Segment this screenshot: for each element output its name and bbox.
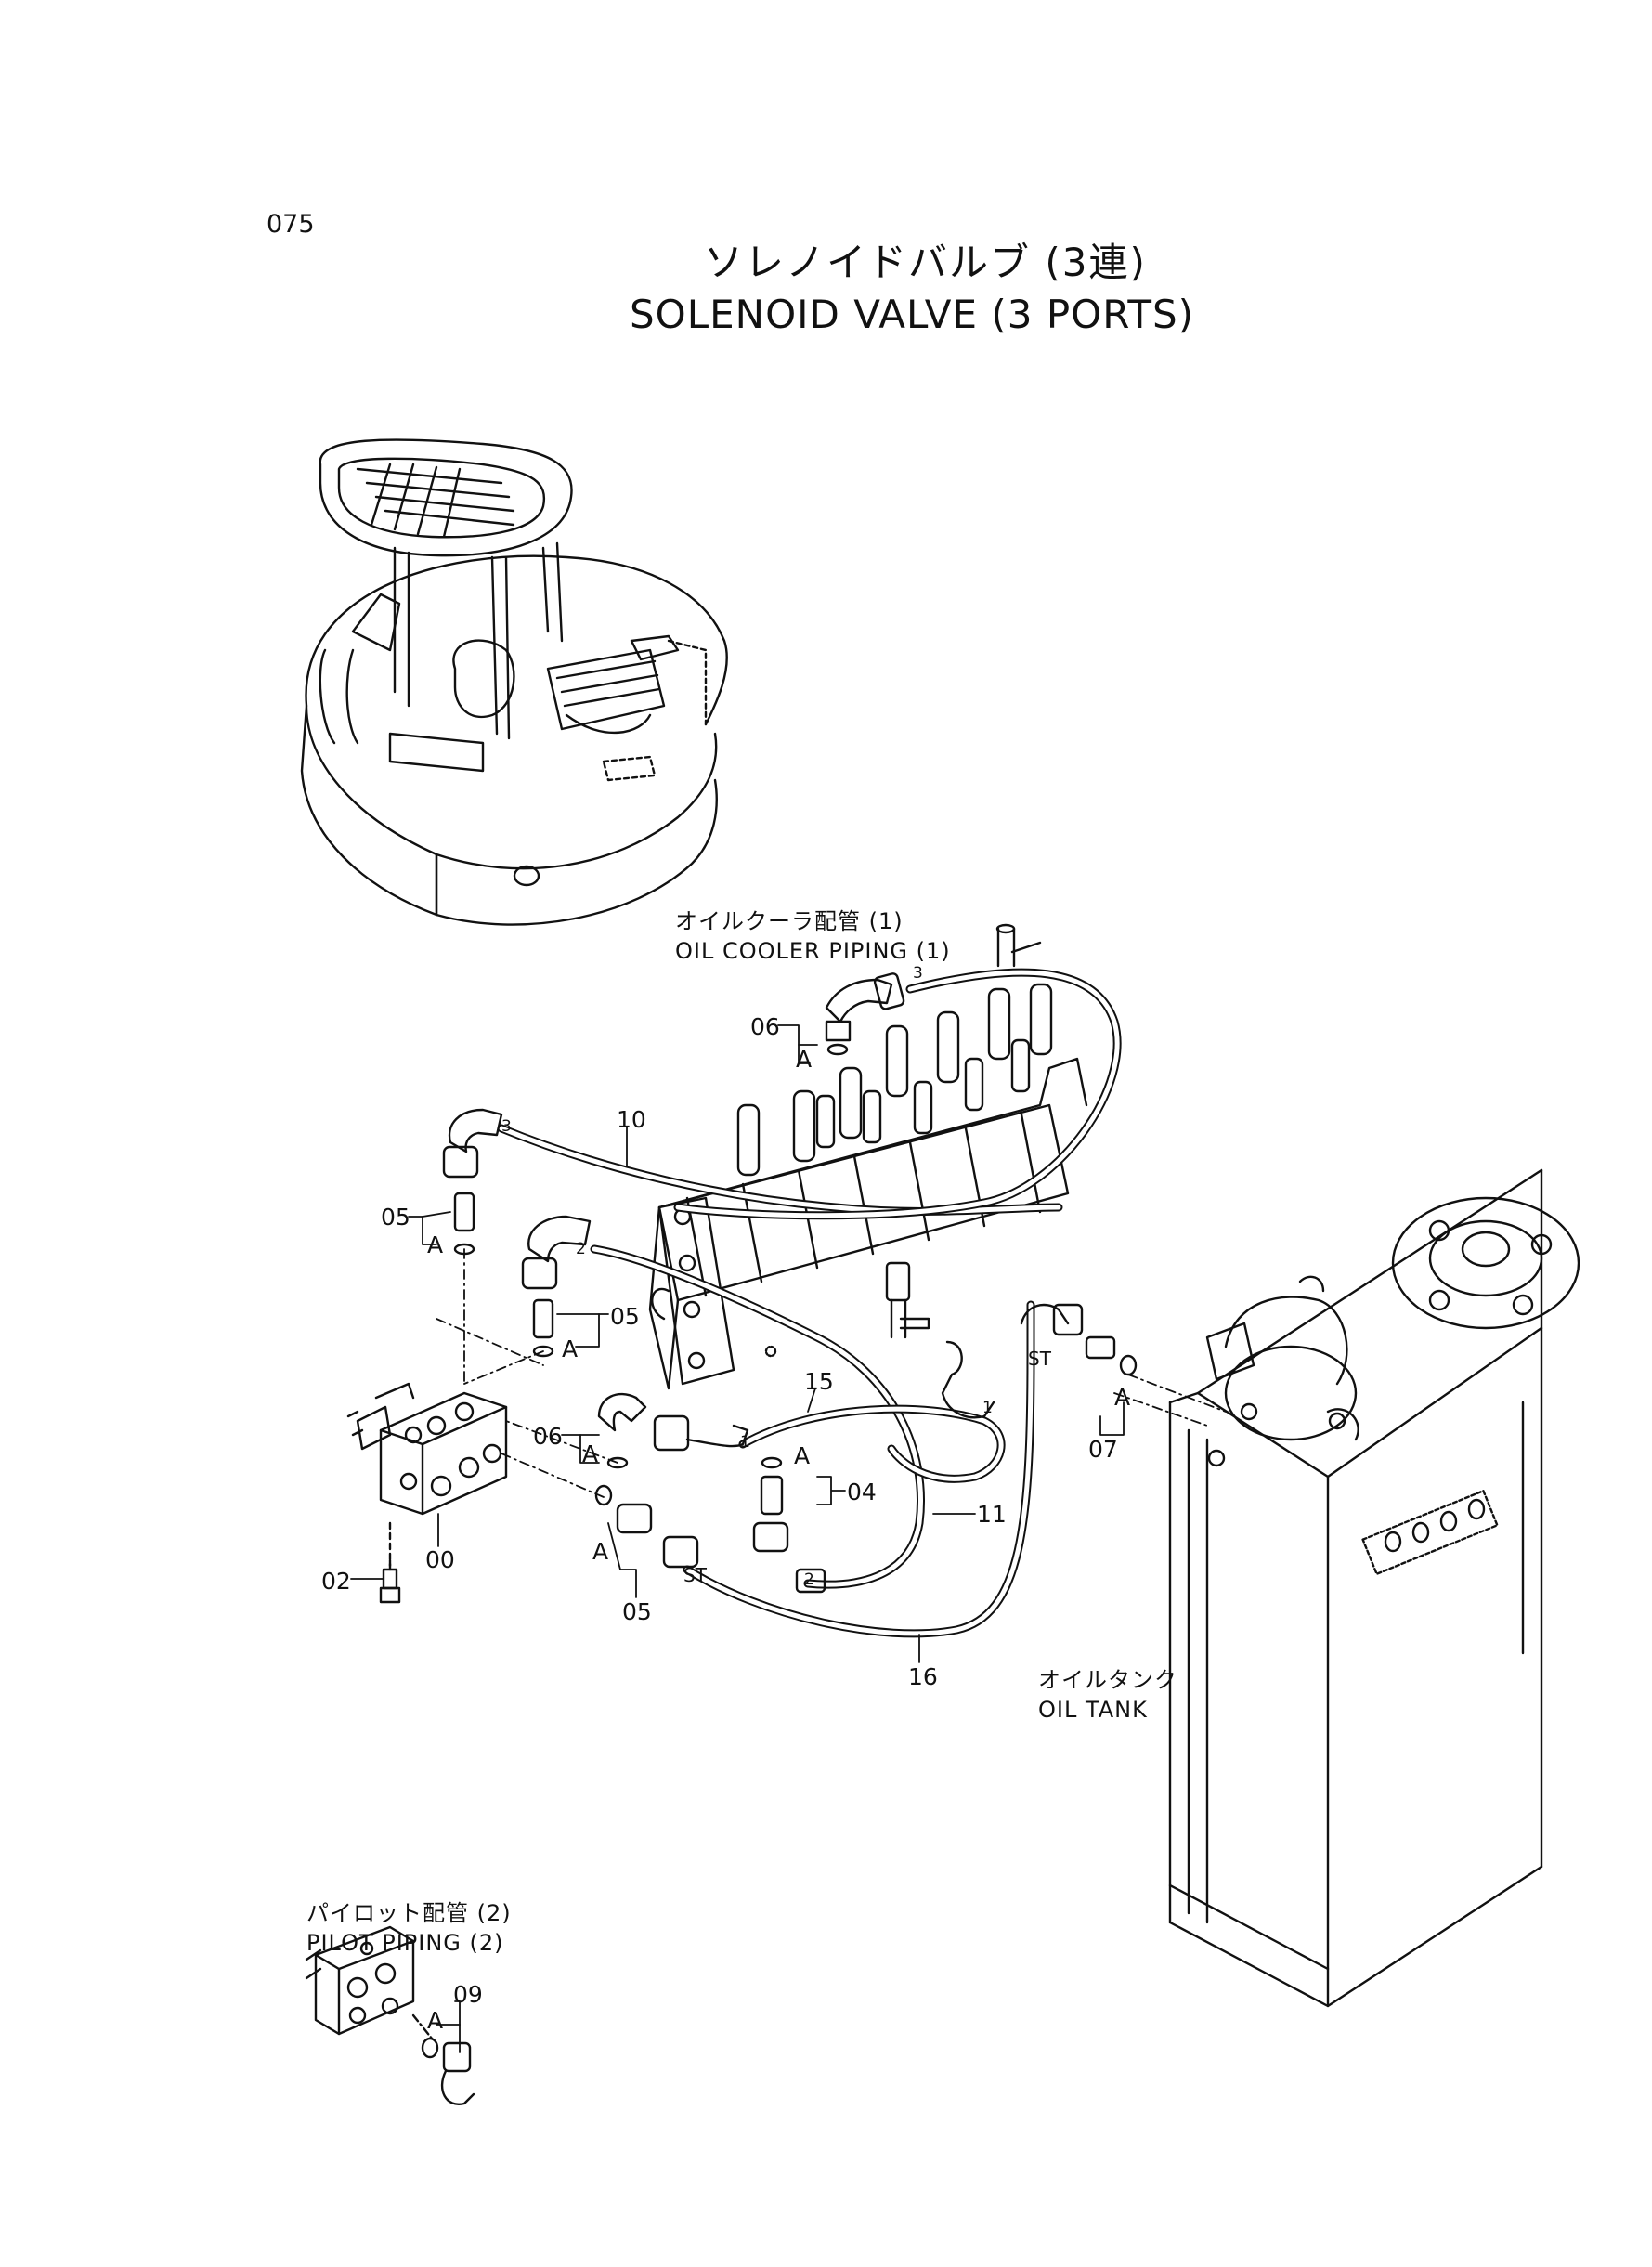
part-number-05-low: 05: [622, 1598, 652, 1625]
part-number-16: 16: [908, 1663, 938, 1690]
oil-cooler-label-jp: オイルクーラ配管 (1): [675, 908, 904, 934]
part-number-15: 15: [804, 1368, 834, 1395]
pilot-piping-label-jp: パイロット配管 (2): [306, 1900, 512, 1926]
marker-st: ST: [1028, 1348, 1051, 1370]
marker-a: A: [1114, 1384, 1131, 1411]
marker-st: ST: [683, 1564, 707, 1586]
marker-3: 3: [501, 1117, 512, 1136]
page-title: SOLENOID VALVE (3 PORTS): [630, 292, 1195, 337]
pilot-piping-label: PILOT PIPING (2): [306, 1930, 504, 1956]
page-number: 075: [267, 210, 315, 239]
part-number-07: 07: [1088, 1436, 1118, 1463]
part-number-05-mid: 05: [610, 1303, 640, 1330]
marker-a: A: [427, 1231, 444, 1258]
marker-a: A: [582, 1440, 599, 1467]
hose-11: [590, 1244, 925, 1589]
marker-a: A: [592, 1538, 609, 1565]
part-number-06-top: 06: [750, 1013, 780, 1040]
part-number-05-left: 05: [381, 1204, 410, 1231]
marker-2: 2: [804, 1570, 814, 1589]
fittings: [442, 923, 1138, 1594]
part-number-11: 11: [977, 1501, 1007, 1528]
marker-a: A: [427, 2007, 444, 2034]
oil-tank-label: OIL TANK: [1038, 1697, 1148, 1723]
oil-tank: [1168, 1168, 1580, 2008]
part-number-06-lower: 06: [533, 1423, 563, 1450]
part-number-00: 00: [425, 1546, 455, 1573]
solenoid-valve-block: [346, 1382, 508, 1604]
page-title-japanese: ソレノイドバルブ (3連): [704, 240, 1147, 285]
guide-lines: [436, 1248, 1227, 1498]
marker-a: A: [796, 1046, 813, 1073]
marker-1: 1: [982, 1399, 993, 1417]
marker-a: A: [562, 1335, 579, 1362]
part-number-02: 02: [321, 1568, 351, 1595]
machine-overview-illustration: [300, 438, 728, 926]
part-number-10: 10: [617, 1106, 646, 1133]
marker-1: 1: [740, 1433, 750, 1452]
pilot-piping-detail: [305, 1925, 475, 2105]
oil-tank-label-jp: オイルタンク: [1038, 1667, 1177, 1693]
callout-leaders: [350, 1024, 1125, 2053]
marker-3: 3: [913, 964, 923, 983]
marker-a: A: [794, 1442, 811, 1469]
marker-2: 2: [576, 1240, 586, 1258]
part-number-04: 04: [847, 1479, 877, 1505]
hose-15: [738, 1404, 1006, 1483]
oil-cooler-label: OIL COOLER PIPING (1): [675, 938, 951, 964]
part-number-09: 09: [453, 1981, 483, 2008]
